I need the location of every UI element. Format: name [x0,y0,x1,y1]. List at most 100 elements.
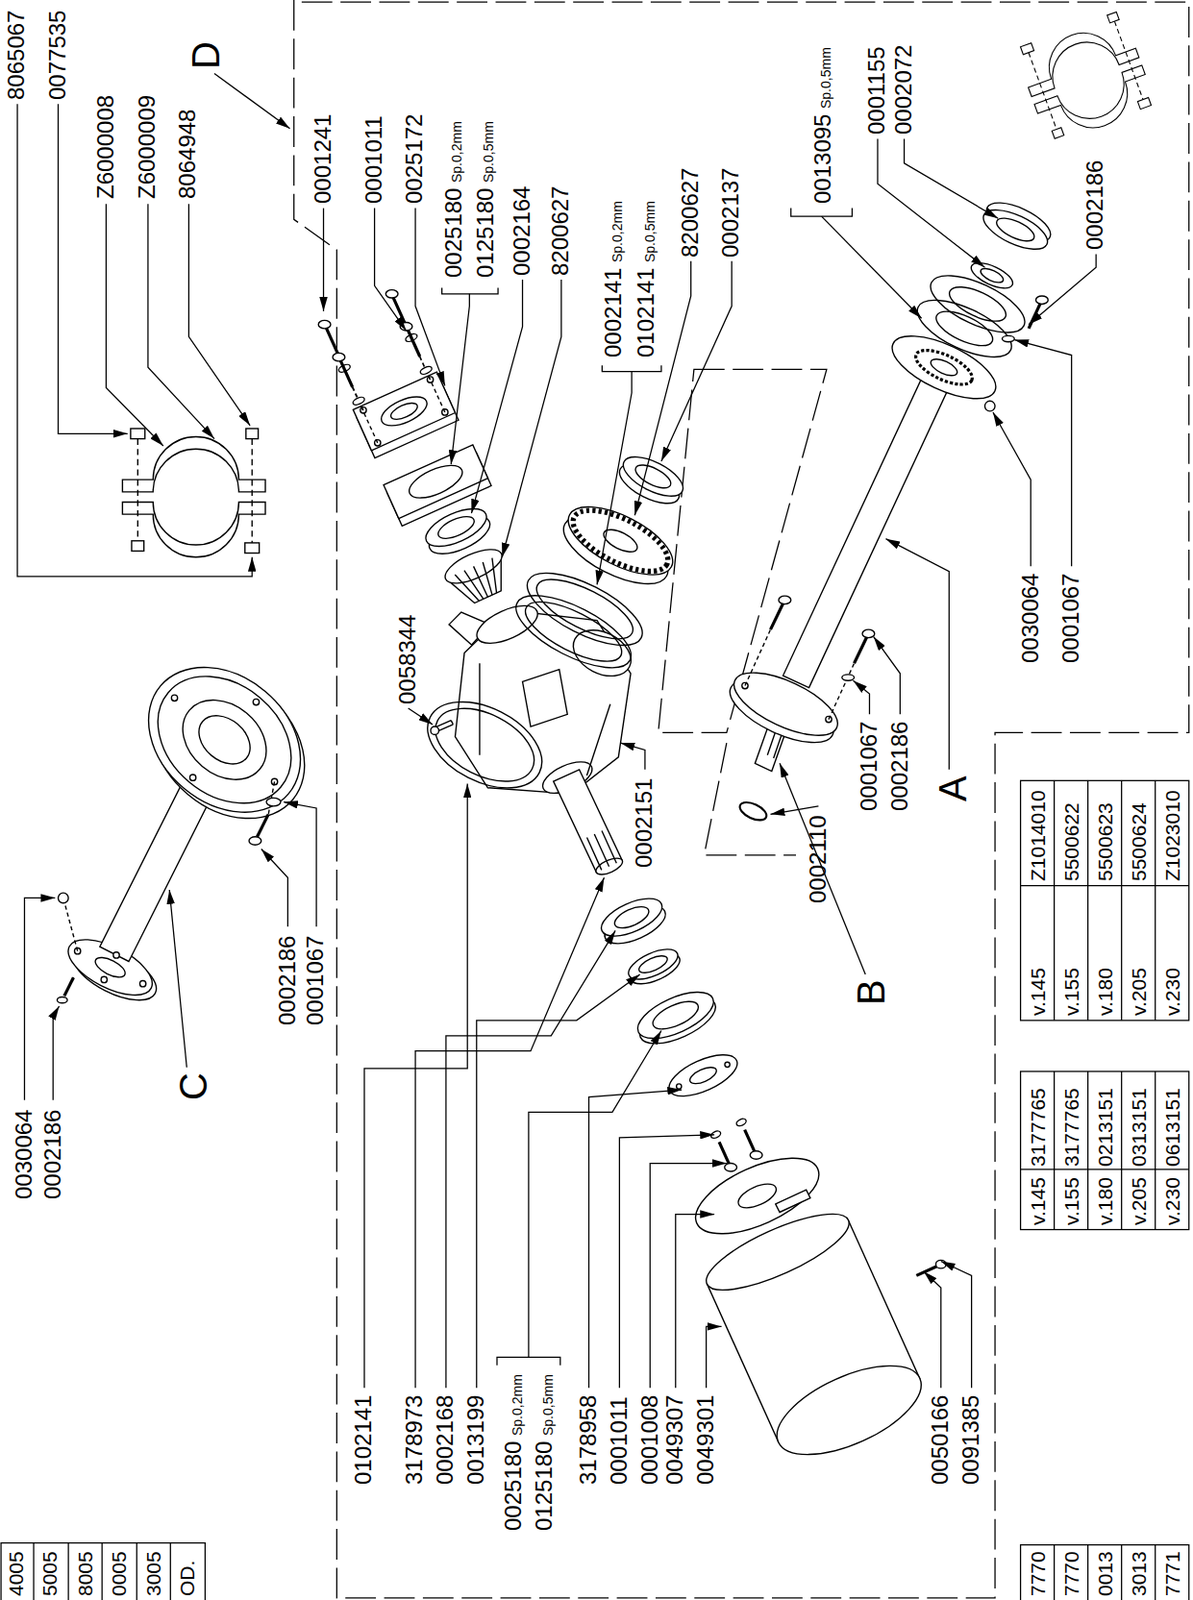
callout-number: 0013199 [464,1395,488,1486]
callout-number: 0002141 [601,267,625,357]
output-side-parts [775,1190,811,1213]
table-grid [1020,780,1190,1021]
output-side-parts [687,1064,719,1088]
callout-number: 0091385 [959,1395,983,1486]
table-cell: v.145 [1027,968,1048,1017]
callout-number: 0001067 [1059,573,1083,664]
tube-c [92,953,128,982]
leader-line [619,1135,715,1389]
table-cell: Z1014010 [1027,791,1048,883]
gearbox-housing [522,670,569,727]
shim-thickness: Sp.0,2mm [449,121,464,183]
callout-number: 0049301 [694,1395,718,1486]
output-side-parts [724,1062,730,1068]
table-cell: 0005 [108,1551,129,1597]
output-side-parts [676,1084,682,1090]
leader-line [852,680,870,715]
leader-line [528,1030,662,1358]
clamp-drawing [122,9,1157,557]
top-cover-set [385,290,398,299]
top-cover-set [376,391,431,432]
callout-number: 0001241 [311,114,335,204]
output-side-parts [764,1347,934,1473]
leader-line [415,208,446,387]
top-cover-set [318,290,507,604]
callout-number: 0001067 [303,936,327,1026]
tube-c [171,695,177,701]
leader-line [374,208,407,331]
dashed-frame [703,743,796,856]
table-cell: v.145 [1027,1177,1048,1226]
callout-bracket [497,1357,561,1366]
callout-number: 0050166 [928,1395,952,1486]
gearbox-housing [436,720,453,732]
leader-line [17,73,1096,1389]
table-grid [0,780,1190,1600]
crown-gear-set [617,448,689,504]
tube-c [248,837,262,846]
leader-line [770,806,820,815]
dashed-frame [294,0,1190,1599]
callout-number: 0030064 [1019,573,1043,664]
table-grid [0,1543,205,1600]
callout-number: 0025180 [442,187,466,277]
output-side-parts [648,995,702,1035]
top-cover-set [318,320,331,328]
callout-number: 0001008 [638,1395,662,1486]
table-cell: 0213151 [1094,1088,1116,1168]
top-cover-set [383,445,488,520]
callout-number: 8200627 [678,167,702,257]
top-cover-set [332,352,346,361]
tube-a [1001,335,1015,342]
table-cell: v.230 [1162,1177,1183,1226]
callout-number: 0125180 [532,1441,556,1531]
top-cover-set [352,372,455,451]
tube-c [139,980,146,987]
callout-number: 3178973 [402,1395,426,1486]
table-cell: 3177765 [1061,1088,1082,1168]
callout-number: 0002110 [806,815,830,904]
shim-thickness: Sp.0,2mm [610,200,624,263]
gearbox-housing [430,726,439,735]
leader-line [415,877,604,1389]
leader-line [283,802,317,928]
top-cover-set [351,396,366,407]
tube-a [778,596,792,604]
callout-number: 0002164 [510,185,534,275]
tube-a [745,629,855,720]
table-cell: v.155 [1061,968,1082,1017]
tube-a [862,629,875,638]
output-side-parts [724,1164,738,1172]
leader-line [706,1326,722,1389]
crown-gear-set [564,497,677,584]
tube-a [931,304,997,353]
table-grid [1020,1545,1190,1600]
shim-thickness: Sp.0,5mm [819,48,833,110]
top-cover-set [404,458,468,505]
top-cover-set [420,500,492,554]
tube-c [56,996,68,1003]
tube-a [977,201,1053,257]
table-cell: 4005 [5,1551,26,1597]
tube-a [911,343,977,392]
callout-number: 0030064 [12,1109,36,1199]
leader-line [471,279,522,514]
callout-number: 0002186 [888,721,912,812]
callout-number: 0002186 [275,936,299,1026]
shim-thickness: Sp.0,2mm [510,1374,524,1437]
output-side-parts [697,1199,858,1305]
callout-number: 0002168 [433,1395,457,1486]
tube-c [257,814,270,837]
crown-gear-set [632,460,675,493]
table-cell: 8005 [74,1551,96,1597]
leader-line [675,1215,715,1390]
pipe-clamp [1014,9,1157,146]
table-cell: 0613151 [1162,1088,1183,1168]
table-cell: 0013 [1094,1551,1116,1597]
leader-line [24,897,55,1100]
output-side-parts [663,1046,744,1105]
table-cell: v.180 [1094,968,1116,1017]
tube-a [720,195,1056,824]
